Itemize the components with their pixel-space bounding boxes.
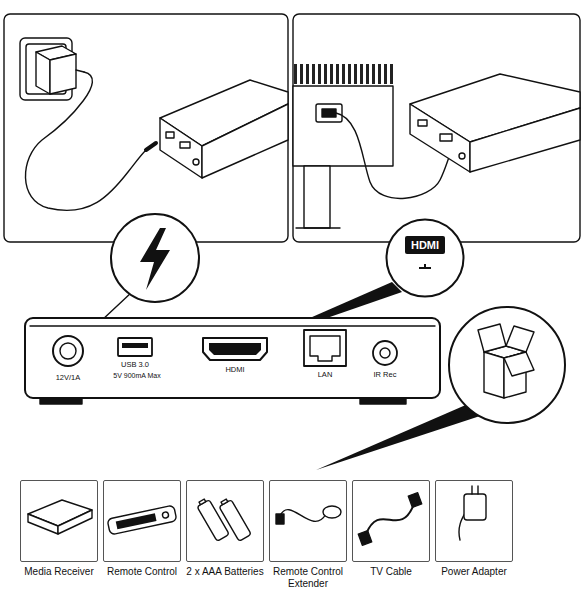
item-label: Remote Control (98, 566, 186, 578)
item-label: 2 x AAA Batteries (181, 566, 269, 578)
receiver-left (160, 80, 288, 178)
power-panel (4, 14, 288, 242)
item-frame (20, 480, 98, 562)
item-frame (186, 480, 264, 562)
item-label: TV Cable (347, 566, 435, 578)
open-box-icon (478, 324, 534, 398)
port-label: IR Rec (374, 371, 397, 379)
item-box: Remote Control (103, 480, 181, 562)
tv-back (293, 86, 393, 228)
tv-panel (293, 14, 580, 242)
item-label: Media Receiver (15, 566, 103, 578)
power-cable (25, 72, 146, 210)
hdmi-logo-text: HDMI (405, 236, 445, 254)
dc-jack (53, 336, 83, 366)
item-frame (435, 480, 513, 562)
item-box: Power Adapter (435, 480, 513, 562)
hdmi-callout: HDMI (385, 218, 465, 298)
power-adapter-plugged (36, 46, 84, 94)
port-label: 5V 900mA Max (113, 372, 160, 380)
lan-port (304, 330, 346, 366)
adapter-icon (459, 486, 486, 540)
port-label: 12V/1A (56, 374, 81, 382)
item-label: Power Adapter (430, 566, 518, 578)
batteries-icon (196, 497, 252, 541)
extender-icon (276, 506, 341, 524)
remote-icon (107, 505, 177, 535)
lightning-symbol (140, 228, 170, 290)
box-leader (316, 404, 480, 470)
box-callout (449, 307, 565, 423)
power-callout (111, 214, 199, 302)
port-label: HDMI (225, 366, 244, 374)
port-label: LAN (318, 371, 333, 379)
usb-port (118, 338, 152, 356)
power-plug (146, 143, 156, 150)
tv-vents (293, 64, 395, 84)
callout-outline (387, 220, 464, 297)
port-label: USB 3.0 (121, 361, 149, 369)
item-box: 2 x AAA Batteries (186, 480, 264, 562)
ir-jack (373, 341, 397, 365)
hdmi-port (203, 338, 267, 360)
tv-stand (419, 264, 431, 268)
item-frame (269, 480, 347, 562)
item-box: Remote Control Extender (269, 480, 347, 562)
receiver-icon (28, 500, 92, 534)
callout-circle (385, 218, 465, 298)
rear-panel (25, 318, 440, 404)
item-label: Remote Control Extender (264, 566, 352, 590)
item-frame (352, 480, 430, 562)
receiver-right (410, 74, 580, 172)
item-box: Media Receiver (20, 480, 98, 562)
item-frame (103, 480, 181, 562)
item-box: TV Cable (352, 480, 430, 562)
tv-cable-icon (358, 493, 422, 546)
